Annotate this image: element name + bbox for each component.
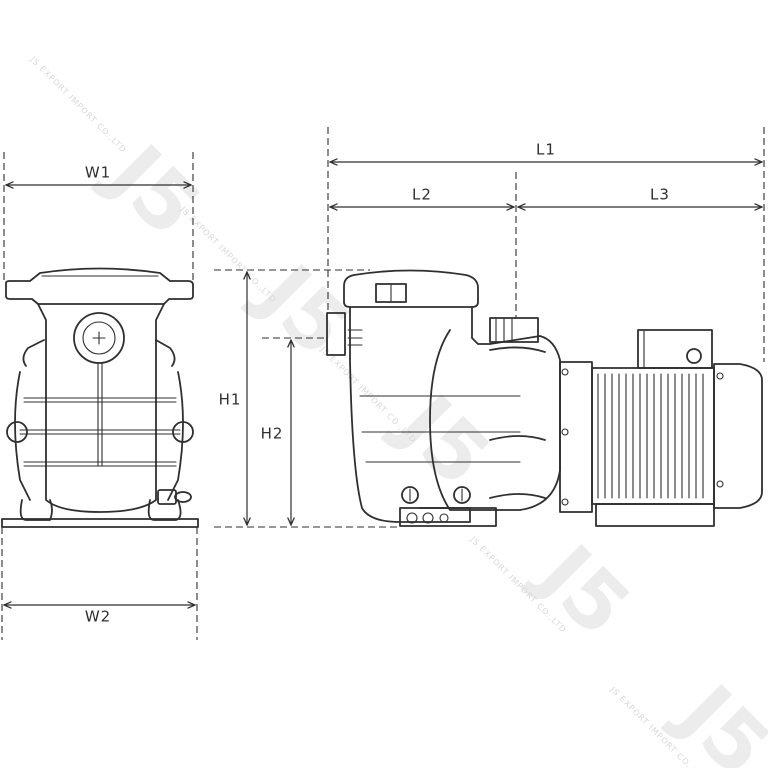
w2-label: W2 bbox=[85, 608, 111, 626]
w1-label: W1 bbox=[85, 164, 111, 182]
l1-label: L1 bbox=[536, 141, 556, 159]
watermark-logo: J5 bbox=[378, 374, 508, 504]
watermark-text: JS EXPORT IMPORT CO.,LTD bbox=[28, 54, 128, 154]
watermark-layer: J5 J5 J5 J5 J5 JS EXPORT IMPORT CO.,LTD … bbox=[28, 54, 768, 768]
l2-label: L2 bbox=[412, 186, 432, 204]
h2-label: H2 bbox=[261, 425, 284, 443]
dimension-lines bbox=[1, 127, 765, 640]
watermark-logo: J5 bbox=[518, 524, 648, 654]
watermark-text: JS EXPORT IMPORT CO.,LTD bbox=[318, 344, 418, 444]
pump-front-view bbox=[1, 267, 199, 528]
l3-label: L3 bbox=[650, 186, 670, 204]
h1-label: H1 bbox=[219, 391, 242, 409]
dimension-labels: W1 W2 H1 H2 L1 L2 L3 bbox=[85, 141, 670, 626]
pump-side-view bbox=[326, 269, 763, 527]
watermark-logo: J5 bbox=[238, 244, 368, 374]
watermark-logo: J5 bbox=[88, 124, 218, 254]
